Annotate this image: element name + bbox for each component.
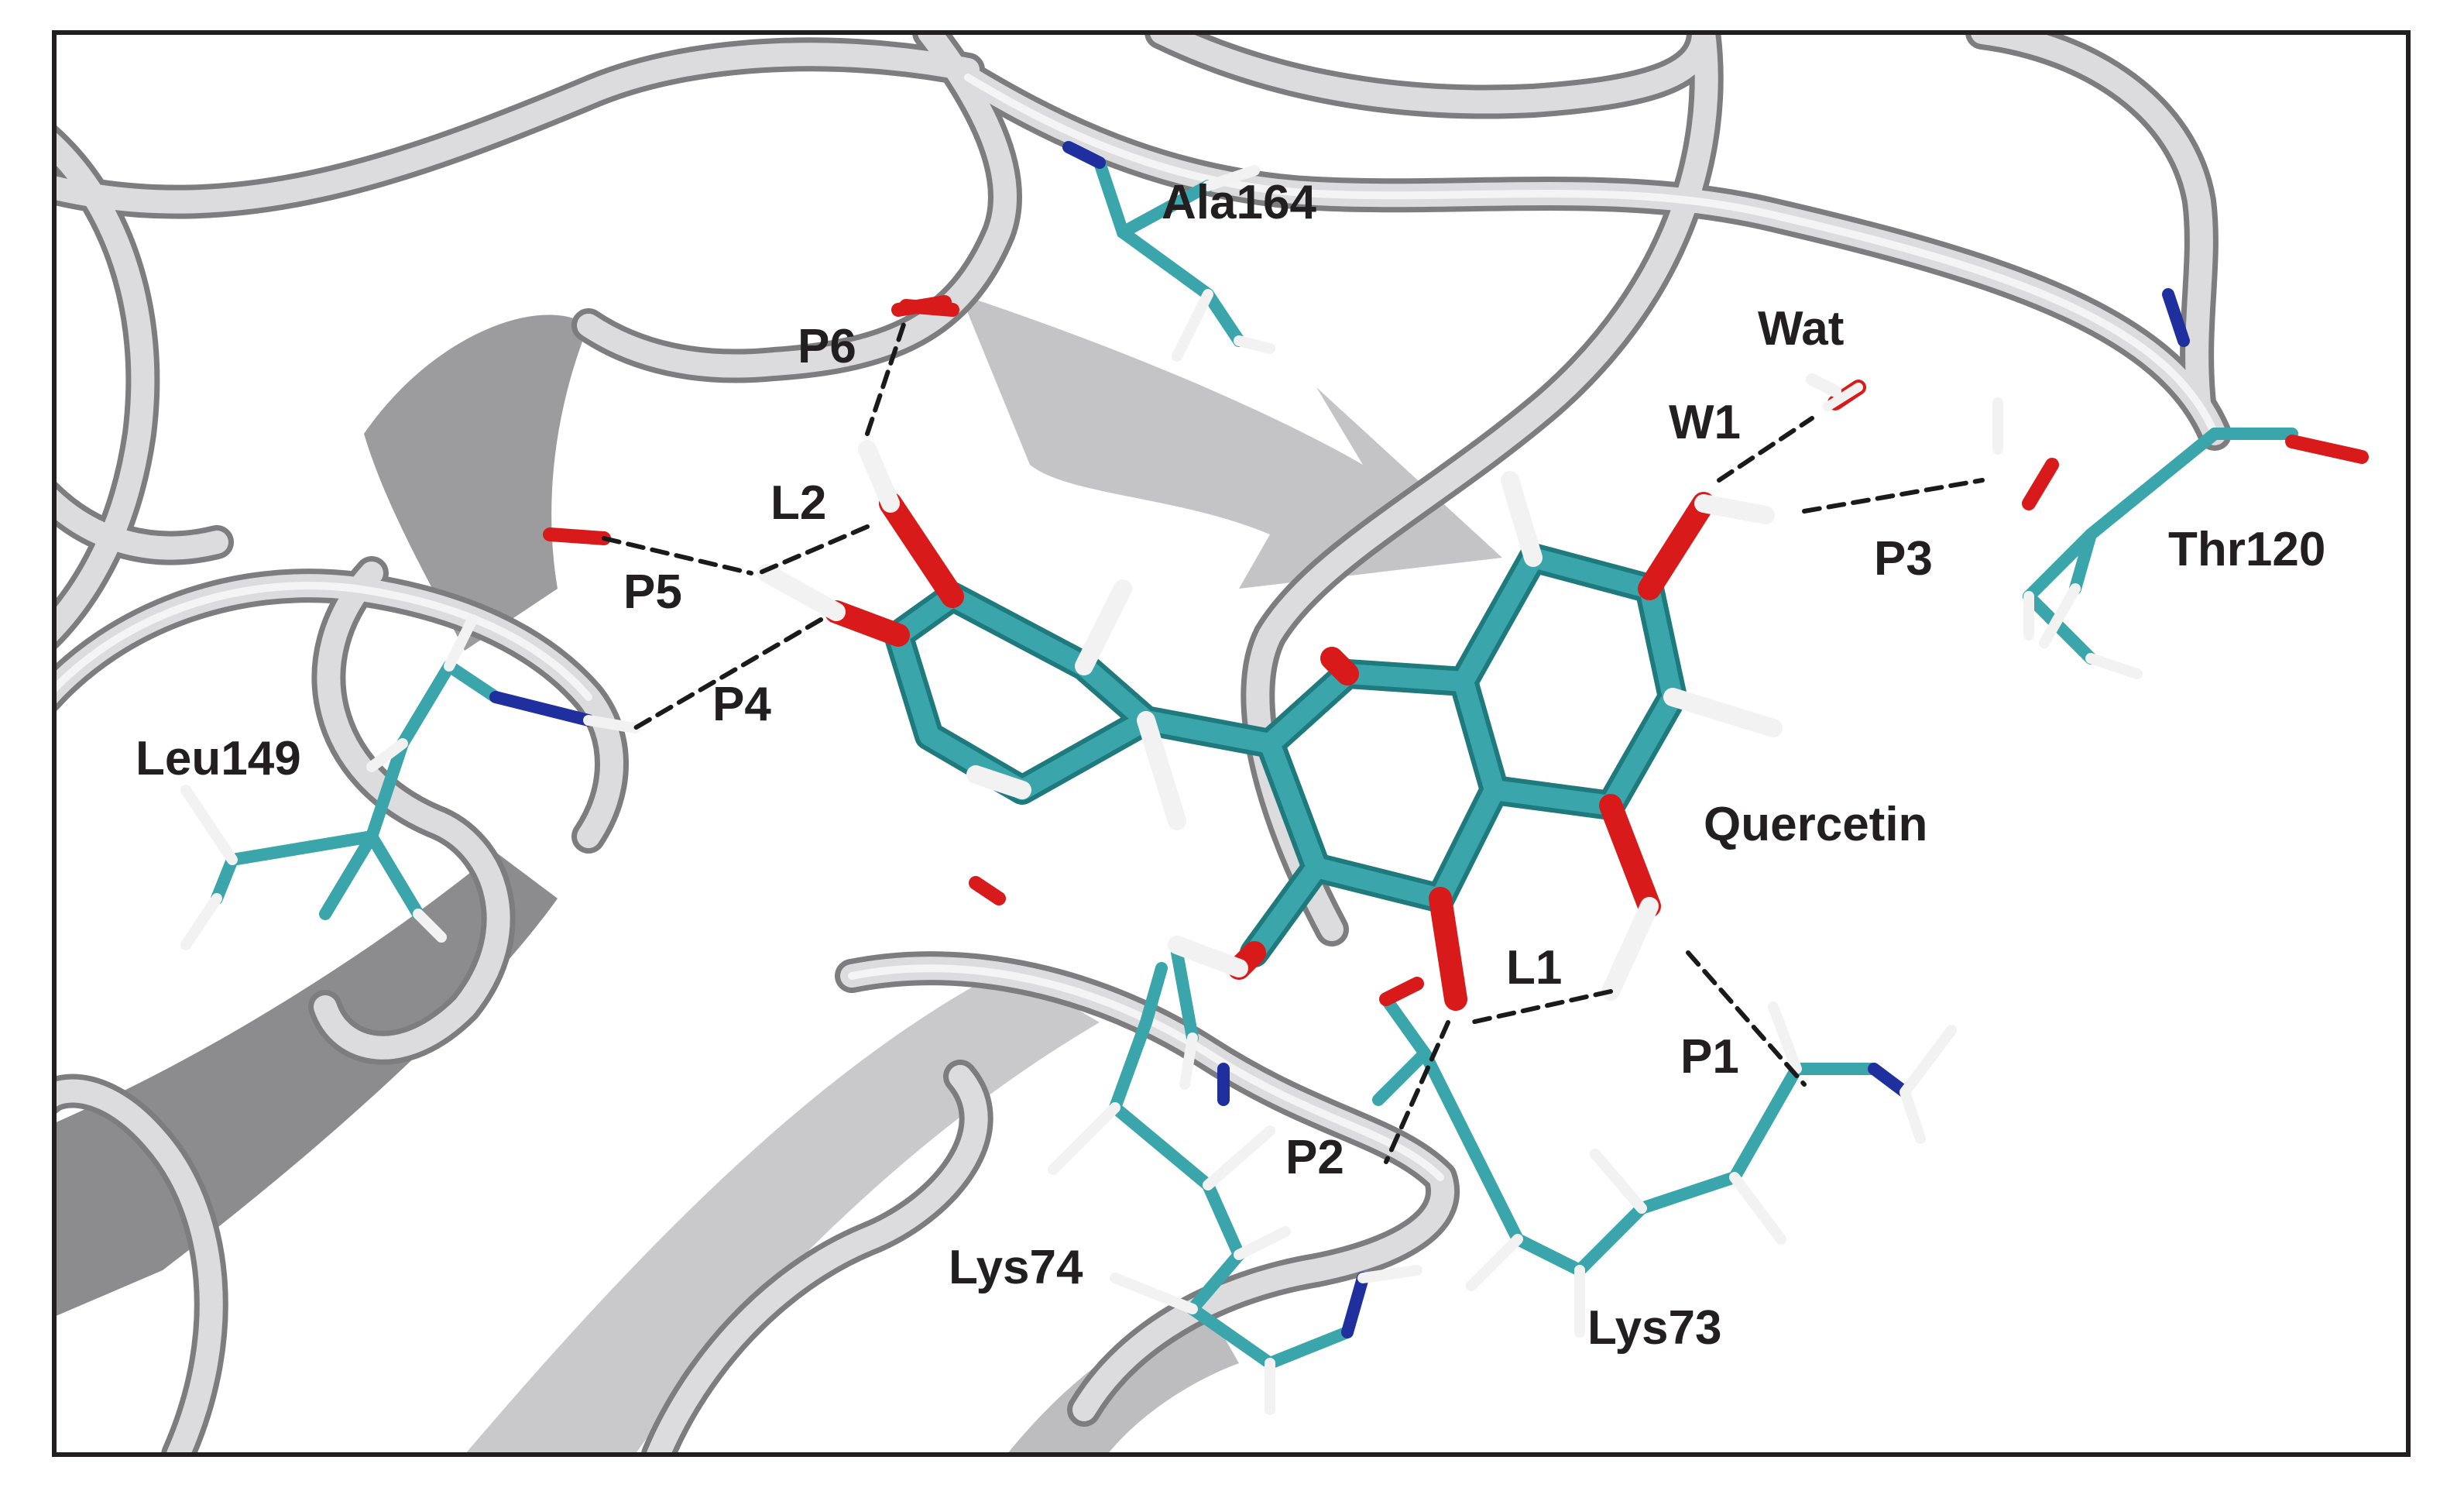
hbond-l1 <box>1469 989 1613 1025</box>
residue-sticks <box>180 141 2369 1415</box>
lys73-sidechain <box>1372 977 1957 1338</box>
label-p3: P3 <box>1874 532 1933 586</box>
label-p5: P5 <box>623 565 682 619</box>
label-w1: W1 <box>1669 396 1741 449</box>
leu149-sidechain <box>180 614 640 950</box>
figure-frame <box>52 30 2411 1457</box>
hydrogen-bonds <box>602 315 1985 1164</box>
quercetin-molecule <box>757 440 1783 1011</box>
label-p4: P4 <box>712 678 771 731</box>
label-lys73: Lys73 <box>1587 1301 1722 1355</box>
backbone-oxygen-p6 <box>891 295 952 317</box>
label-wat: Wat <box>1758 302 1844 356</box>
protein-ribbon-layer <box>54 33 2232 1455</box>
label-leu149: Leu149 <box>136 732 301 785</box>
label-l1: L1 <box>1506 941 1562 995</box>
labels: Ala164 Wat W1 P6 L2 P5 P4 P3 Thr120 Leu1… <box>136 176 2325 1355</box>
label-p1: P1 <box>1680 1030 1739 1084</box>
label-quercetin: Quercetin <box>1704 798 1927 851</box>
hbond-p4 <box>633 617 823 730</box>
backbone-oxygen-p5 <box>543 527 611 545</box>
hbond-p3 <box>1802 478 1985 514</box>
hbond-p6 <box>865 315 908 436</box>
lys74-sidechain <box>969 876 1422 1415</box>
ala164-sidechain <box>899 141 1275 362</box>
label-ala164: Ala164 <box>1162 176 1316 229</box>
beta-sheet-lower <box>465 968 1100 1455</box>
label-l2: L2 <box>770 476 826 530</box>
label-thr120: Thr120 <box>2168 523 2325 576</box>
label-p2: P2 <box>1285 1131 1344 1184</box>
hbond-p5 <box>602 536 753 575</box>
beta-sheet-left-top <box>364 314 589 651</box>
hbond-p2 <box>1384 1020 1450 1164</box>
beta-sheet-center-arrow <box>960 294 1502 589</box>
hbond-p1 <box>1686 950 1807 1087</box>
thr120-sidechain <box>1992 288 2369 679</box>
water-molecule <box>1806 373 1866 411</box>
label-lys74: Lys74 <box>949 1241 1083 1294</box>
hbond-w1 <box>1717 416 1814 483</box>
label-p6: P6 <box>798 320 856 373</box>
hbond-l2 <box>757 524 870 575</box>
